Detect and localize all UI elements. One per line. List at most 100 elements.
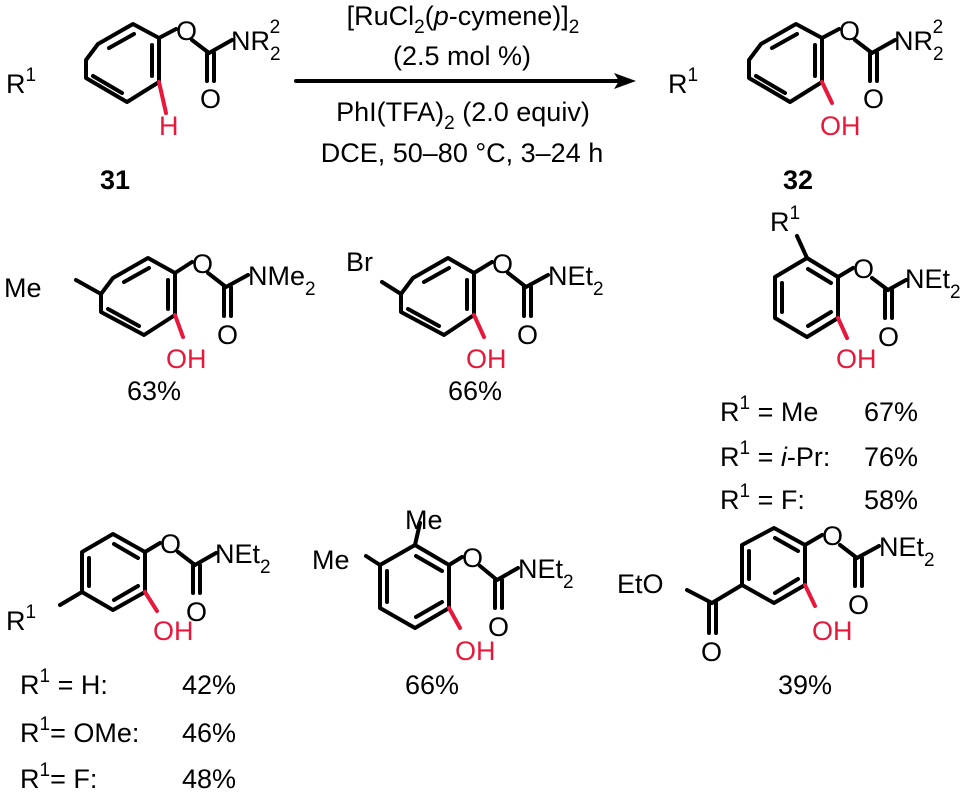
product-ring-inner [754, 32, 817, 95]
ex5-carbamate [447, 555, 520, 610]
ex3-variant-2: R1 = i-Pr:76% [720, 438, 918, 472]
ex1-substituent: Me [4, 273, 42, 303]
product-carbonyl-oxygen: O [863, 84, 884, 114]
ex2-co-bond [472, 313, 486, 339]
product-ester-oxygen: O [839, 16, 860, 46]
ex2-amine: NEt2 [548, 261, 604, 300]
ex6-ester-carbonyl: O [701, 637, 722, 667]
ex3-substituent: R1 [770, 203, 800, 237]
ex6-yield: 39% [778, 670, 832, 700]
ex2-substituent-bond [380, 280, 403, 296]
example-4: R1 O NEt2 O OH R1 = H:42% R1= OMe:46% R1… [6, 529, 271, 794]
catalyst-text: [RuCl2(p-cymene)]2 [347, 1, 580, 38]
ex4-carbonyl-oxygen: O [186, 597, 207, 627]
ex1-ring-inner [106, 266, 170, 328]
ex6-ester-bonds [685, 583, 744, 635]
ex3-substituent-bond [795, 234, 809, 260]
ex5-co-bond [447, 606, 462, 630]
ex5-ring [378, 543, 451, 630]
ex5-hydroxyl: OH [455, 636, 496, 666]
ex4-variant-1: R1 = H:42% [20, 666, 236, 700]
substrate-amine: NR22 [231, 17, 281, 65]
ex1-amine: NMe2 [248, 261, 316, 300]
ex4-ester-oxygen: O [160, 529, 181, 559]
example-2: Br O NEt2 O OH 66% [346, 247, 604, 406]
ex5-yield: 66% [405, 670, 459, 700]
substrate-ester-oxygen: O [176, 16, 197, 46]
ex1-ester-oxygen: O [192, 249, 213, 279]
ex3-variant-3: R1 = F:58% [720, 481, 918, 515]
substrate-carbonyl-oxygen: O [200, 84, 221, 114]
ex2-substituent: Br [346, 247, 373, 277]
product-label: 32 [783, 165, 813, 195]
ex1-co-bond [173, 313, 185, 339]
ex2-ester-oxygen: O [492, 249, 513, 279]
ex2-yield: 66% [448, 376, 502, 406]
substrate-carbamate [157, 27, 234, 83]
ex3-hydroxyl: OH [836, 344, 877, 374]
ex3-carbonyl-oxygen: O [878, 322, 899, 352]
ex4-variant-2: R1= OMe:46% [20, 714, 236, 748]
ex3-ester-oxygen: O [853, 254, 874, 284]
ex4-substituent-bond [58, 590, 84, 607]
substrate-hydrogen: H [159, 111, 179, 141]
ex5-substituent-top: Me [405, 505, 443, 535]
substrate-31: R1 O NR22 O H 31 [6, 16, 281, 195]
ex2-carbonyl-oxygen: O [517, 320, 538, 350]
ex4-ring-inner [87, 542, 140, 602]
ex4-substituent: R1 [6, 602, 36, 636]
reaction-arrowhead [614, 73, 636, 89]
substrate-ring-inner [91, 32, 154, 95]
ex1-ring [99, 256, 177, 337]
ex3-ring-inner [780, 267, 833, 328]
ex6-carbonyl-oxygen: O [848, 590, 869, 620]
ex4-hydroxyl: OH [153, 616, 194, 646]
ex6-ester-oxygen: O [822, 521, 843, 551]
ex6-carbamate [803, 533, 881, 588]
product-hydroxyl: OH [820, 111, 861, 141]
example-1: Me O NMe2 O OH 63% [4, 249, 316, 406]
example-5: Me Me O NEt2 O OH 66% [312, 505, 574, 700]
ex2-carbamate [472, 260, 550, 318]
ex5-substituent-left: Me [312, 545, 350, 575]
ex5-carbonyl-oxygen: O [488, 612, 509, 642]
product-amine: NR22 [894, 17, 944, 65]
oxidant-text: PhI(TFA)2 (2.0 equiv) [336, 97, 590, 134]
ex4-variant-3: R1= F:48% [20, 760, 236, 794]
product-co-bond [820, 80, 834, 105]
ex3-amine: NEt2 [905, 264, 961, 303]
ex6-amine: NEt2 [879, 532, 935, 571]
substrate-ch-bond [157, 80, 168, 115]
reaction-conditions: [RuCl2(p-cymene)]2 (2.5 mol %) PhI(TFA)2… [294, 1, 636, 168]
ex3-carbamate [836, 266, 908, 320]
product-carbamate [820, 27, 897, 83]
example-6: EtO O O NEt2 O OH 39% [617, 521, 935, 700]
ex6-ring-inner [747, 536, 800, 595]
ex1-hydroxyl: OH [166, 344, 207, 374]
catalyst-loading: (2.5 mol %) [393, 41, 531, 71]
substrate-ring [84, 22, 161, 104]
product-ring [747, 22, 824, 104]
ex5-ring-inner [385, 554, 444, 619]
ex2-ring-inner [406, 266, 469, 328]
ex4-amine: NEt2 [215, 539, 271, 578]
ex6-hydroxyl: OH [812, 616, 853, 646]
ex3-co-bond [836, 316, 849, 340]
ex2-ring [399, 256, 476, 337]
ex6-co-bond [803, 583, 817, 608]
ex6-ester-ethoxy: EtO [617, 569, 664, 599]
substrate-r1: R1 [6, 65, 36, 99]
solvent-text: DCE, 50–80 °C, 3–24 h [321, 138, 603, 168]
ex2-hydroxyl: OH [466, 344, 507, 374]
ex1-carbonyl-oxygen: O [217, 320, 238, 350]
ex4-carbamate [143, 541, 218, 595]
ex1-yield: 63% [127, 376, 181, 406]
ex4-co-bond [143, 590, 159, 613]
ex5-methyl-bonds [364, 521, 422, 567]
product-32: R1 O NR22 O OH 32 [668, 16, 944, 195]
ex1-substituent-bond [74, 278, 103, 296]
product-r1: R1 [668, 65, 698, 99]
